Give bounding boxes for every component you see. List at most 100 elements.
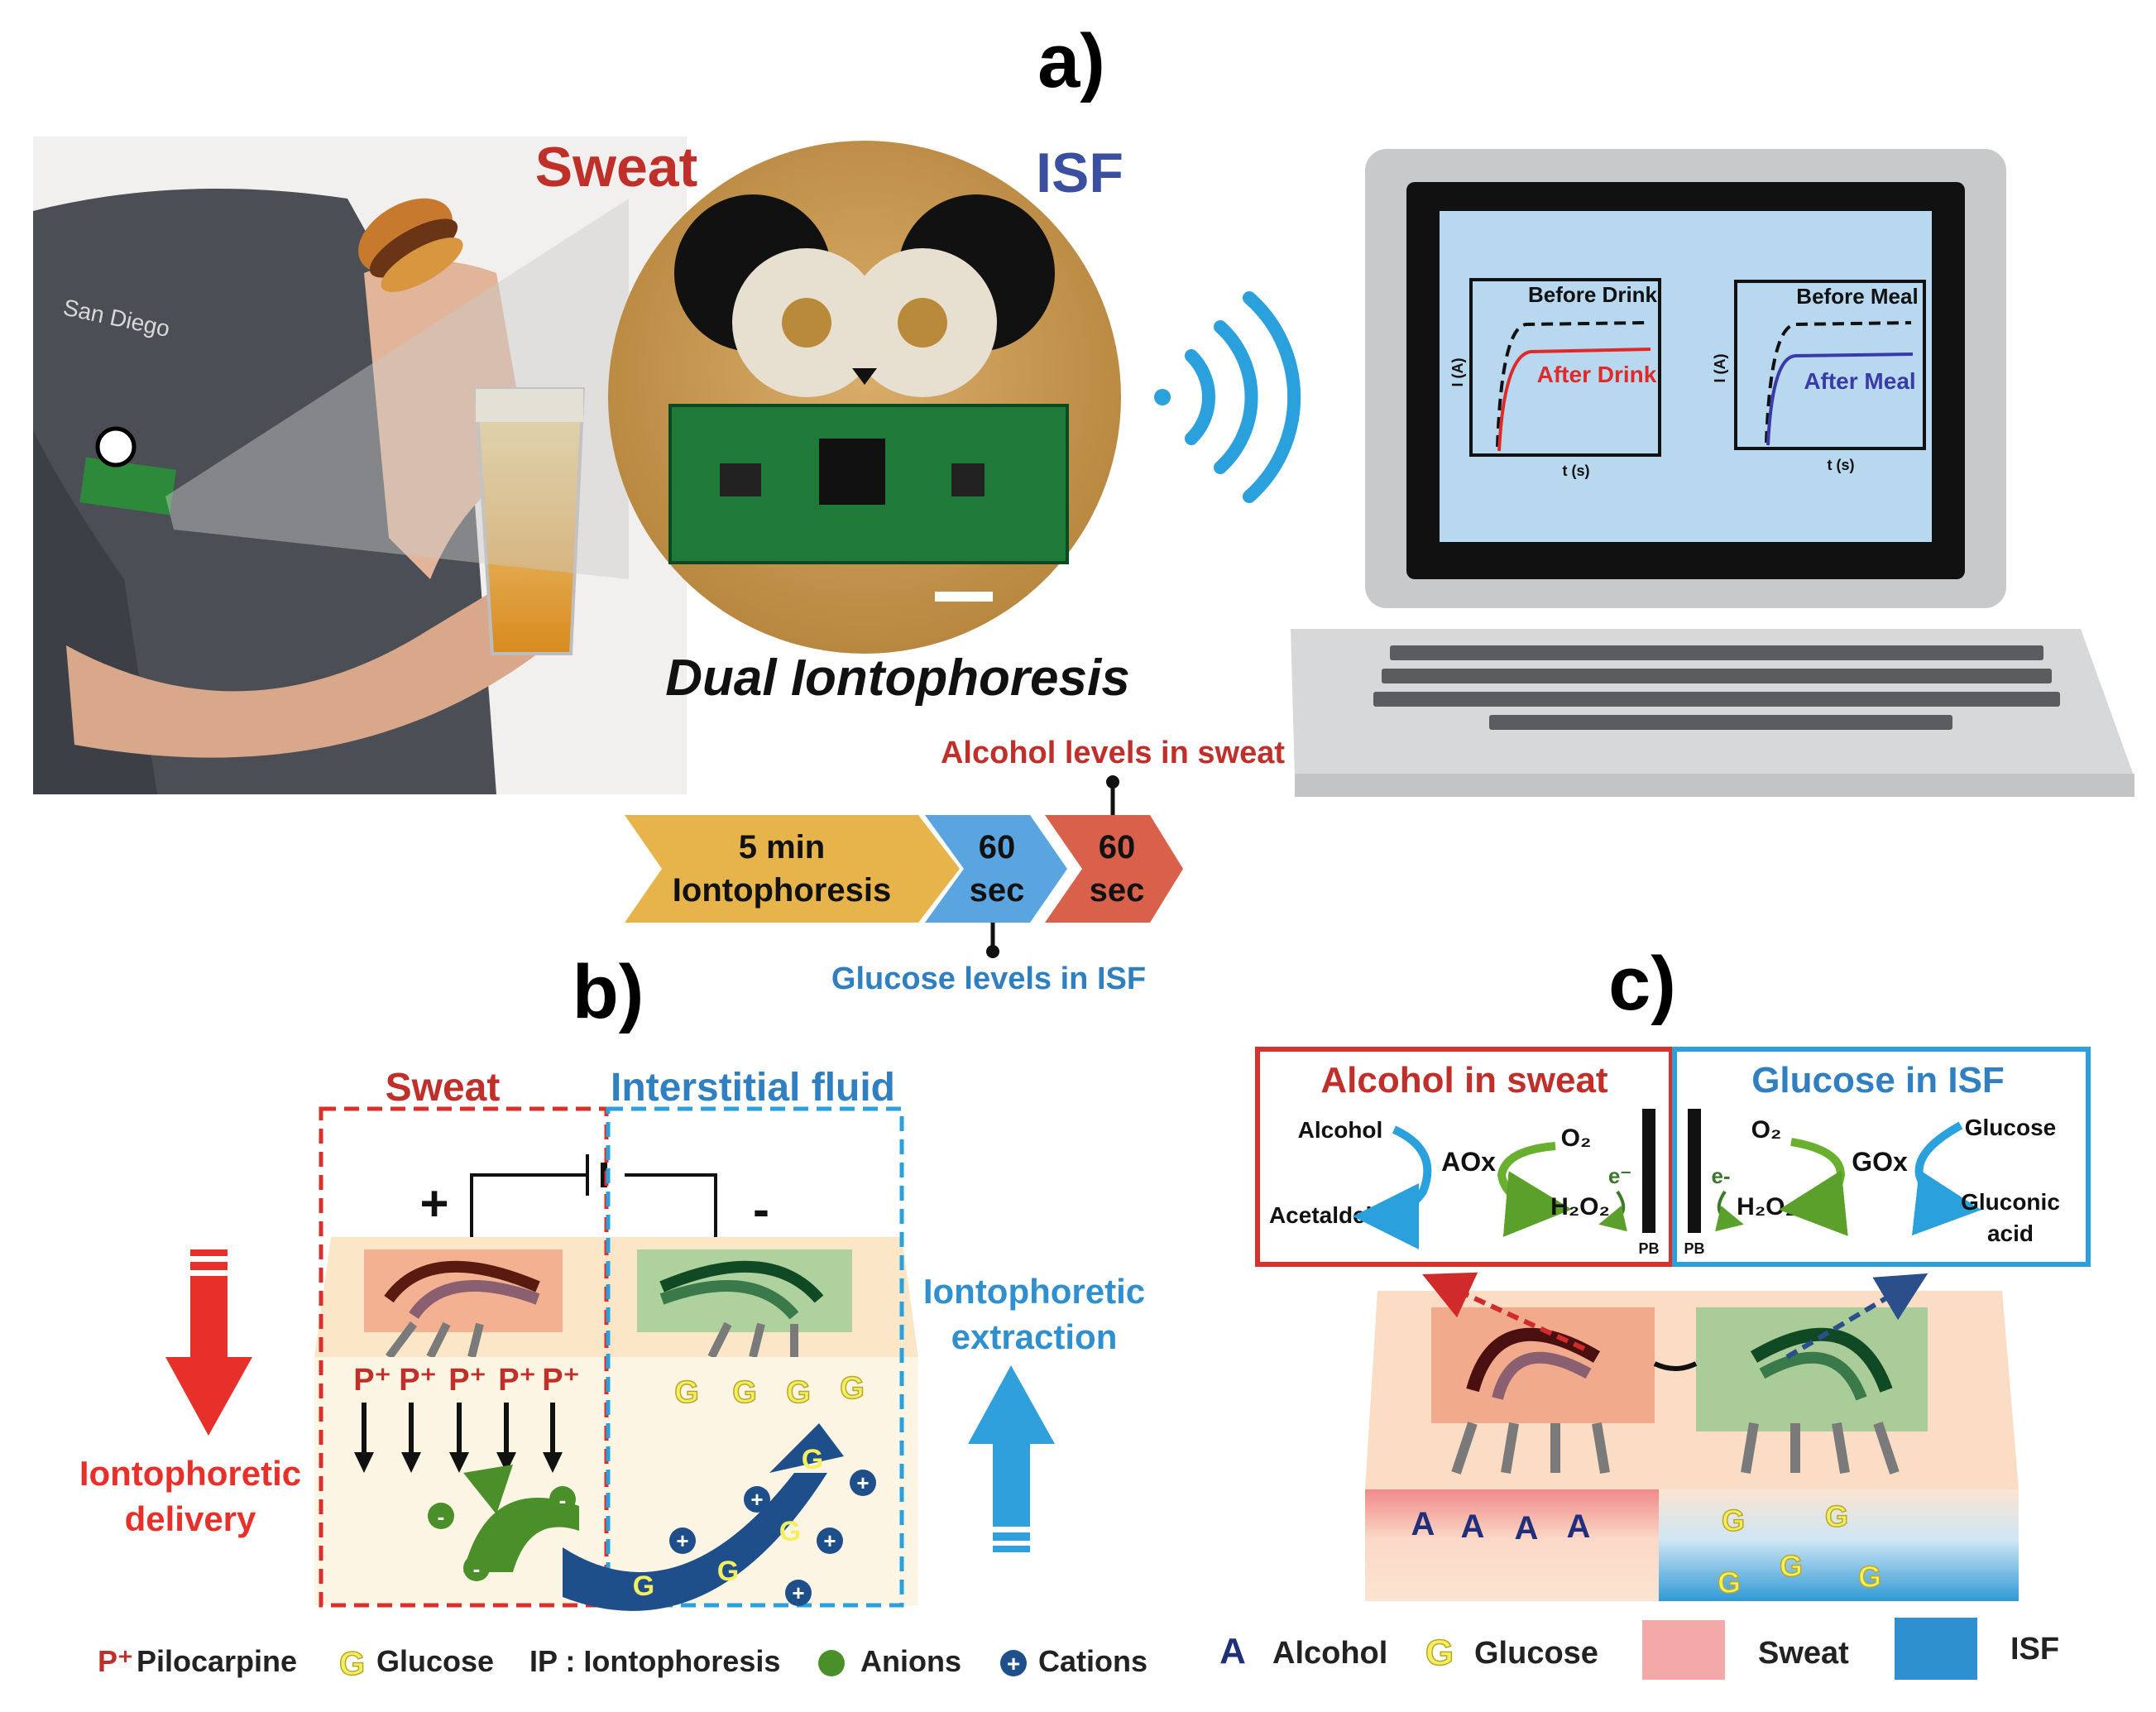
glucose-box-title: Glucose in ISF — [1751, 1060, 2005, 1101]
glucose-molecules-b: G G G G G G G G — [633, 1370, 865, 1602]
alcohol-electron-arrow — [1598, 1190, 1627, 1232]
glucose-b-5: G — [802, 1444, 823, 1475]
legend-anions: Anions — [860, 1644, 961, 1678]
isf-title: ISF — [1036, 141, 1124, 204]
plot-drink-after-label: After Drink — [1537, 362, 1657, 387]
pilocarpine-1: P⁺ — [353, 1363, 390, 1398]
patch-c-sweat-pad — [1431, 1307, 1655, 1423]
isf-layer — [1659, 1489, 2019, 1601]
anion-1: - — [438, 1504, 445, 1529]
glucose-c-2: G — [1825, 1499, 1848, 1533]
oxygen-reduction-arrow — [1497, 1142, 1572, 1237]
pilocarpine-group: P⁺ P⁺ P⁺ P⁺ P⁺ — [353, 1363, 580, 1473]
anion-flow-arrowhead — [463, 1465, 513, 1514]
panel-b-label: b) — [573, 950, 644, 1034]
zoom-wedge — [165, 199, 629, 579]
legend-alcohol: Alcohol — [1272, 1636, 1387, 1671]
glucose-oxygen-arrow — [1779, 1138, 1848, 1236]
arm-patch-icon — [79, 426, 176, 516]
glucose-b-1: G — [674, 1375, 699, 1410]
glucose-c-5: G — [1858, 1560, 1881, 1594]
legend-c-glucose: Glucose — [1474, 1636, 1598, 1671]
extraction-label-line1: Iontophoretic — [923, 1272, 1145, 1311]
cations: + + + + + — [669, 1470, 876, 1606]
alcohol-conversion-arrow — [1353, 1125, 1432, 1249]
glucose-conversion-arrow — [1911, 1121, 1981, 1236]
plot-drink-before-label: Before Drink — [1528, 282, 1658, 307]
iontophoresis-circuit — [470, 1154, 717, 1266]
timeline-step1-line1: 5 min — [739, 829, 825, 866]
device-photo — [608, 141, 1121, 654]
plot-meal-before-curve — [1765, 321, 1912, 444]
delivery-label-line1: Iontophoretic — [79, 1454, 301, 1493]
glucose-b-8: G — [633, 1571, 654, 1602]
alcohol-substrate: Alcohol — [1298, 1117, 1383, 1143]
plot-meal-before-label: Before Meal — [1796, 284, 1918, 309]
legend-cations: Cations — [1038, 1644, 1147, 1678]
anion-flow-arrow — [463, 1498, 579, 1572]
glucose-flow-arrow — [563, 1473, 827, 1611]
screen-plot-meal: Before Meal After Meal I (A) t (s) — [1712, 280, 1926, 473]
plot-drink-after-curve — [1497, 348, 1651, 452]
beer-glass-icon — [473, 387, 586, 655]
alcohol-c-4: A — [1567, 1508, 1591, 1545]
legend-cation-symbol: + — [1007, 1651, 1020, 1676]
gluconic-line2: acid — [1987, 1220, 2034, 1246]
cation-5: + — [792, 1580, 804, 1605]
alcohol-pb-label: PB — [1638, 1240, 1659, 1257]
device-caption: Dual Iontophoresis — [665, 650, 1129, 707]
cation-3: + — [676, 1528, 688, 1553]
sweat-layer — [1365, 1489, 1659, 1601]
plot-meal-xlabel: t (s) — [1828, 457, 1855, 473]
timeline-step-iontophoresis — [625, 815, 960, 923]
panel-b-legend: P⁺ Pilocarpine G Glucose IP : Iontophore… — [98, 1644, 1147, 1683]
patch-c-isf-pad — [1696, 1307, 1928, 1431]
legend-ip: IP : Iontophoresis — [529, 1644, 780, 1678]
legend-isf-swatch — [1895, 1618, 1977, 1680]
timeline-step2-line2: sec — [970, 872, 1025, 909]
panel-a-label: a) — [1037, 19, 1105, 103]
timeline-step-alcohol — [1045, 815, 1183, 923]
pilocarpine-3: P⁺ — [448, 1363, 486, 1398]
timeline-step2-line1: 60 — [979, 829, 1016, 866]
cation-4: + — [823, 1528, 836, 1553]
anions: - - - — [428, 1486, 576, 1581]
timeline-step3-line2: sec — [1090, 872, 1145, 909]
gluconic-line1: Gluconic — [1961, 1189, 2060, 1215]
timeline-step1-line2: Iontophoresis — [673, 872, 891, 909]
glucose-note-dot — [986, 945, 999, 958]
glucose-substrate: Glucose — [1965, 1115, 2056, 1140]
glucose-o2: O₂ — [1751, 1116, 1782, 1144]
glucose-b-7: G — [717, 1556, 739, 1587]
cation-2: + — [856, 1470, 869, 1495]
sweat-title: Sweat — [535, 136, 698, 199]
alcohol-o2: O₂ — [1561, 1125, 1592, 1152]
panel-b-isf-title: Interstitial fluid — [611, 1066, 895, 1110]
alcohol-sensor-pointer — [1422, 1272, 1586, 1351]
timeline-step-glucose — [925, 815, 1067, 923]
glucose-molecules-c: G G G G G — [1717, 1499, 1882, 1600]
anion-3: - — [559, 1488, 567, 1513]
alcohol-note-dot — [1106, 775, 1119, 789]
legend-anion-icon — [818, 1650, 845, 1676]
legend-glucose: Glucose — [376, 1644, 494, 1678]
aox-enzyme: AOx — [1441, 1147, 1496, 1177]
pilocarpine-4: P⁺ — [498, 1363, 535, 1398]
alcohol-electron: e⁻ — [1608, 1163, 1631, 1188]
glucose-electron: e- — [1711, 1163, 1730, 1188]
alcohol-box-title: Alcohol in sweat — [1320, 1060, 1608, 1101]
pilocarpine-5: P⁺ — [542, 1363, 579, 1398]
alcohol-h2o2: H₂O₂ — [1550, 1193, 1610, 1220]
legend-cation-icon — [1000, 1650, 1027, 1676]
panel-b-sweat-title: Sweat — [386, 1066, 501, 1110]
panel-c-legend: A Alcohol G Glucose Sweat ISF — [1219, 1618, 2059, 1680]
legend-pilocarpine-symbol: P⁺ — [98, 1644, 133, 1678]
legend-pilocarpine: Pilocarpine — [137, 1644, 297, 1678]
screen-plot-drink: Before Drink After Drink I (A) t (s) — [1449, 278, 1661, 479]
alcohol-note: Alcohol levels in sweat — [941, 736, 1285, 770]
glucose-b-2: G — [732, 1375, 757, 1410]
person-illustration: San Diego — [33, 137, 687, 794]
alcohol-pb-electrode — [1642, 1109, 1655, 1233]
patch-c-isf-electrode — [1741, 1327, 1900, 1475]
plot-drink-ylabel: I (A) — [1449, 358, 1466, 387]
